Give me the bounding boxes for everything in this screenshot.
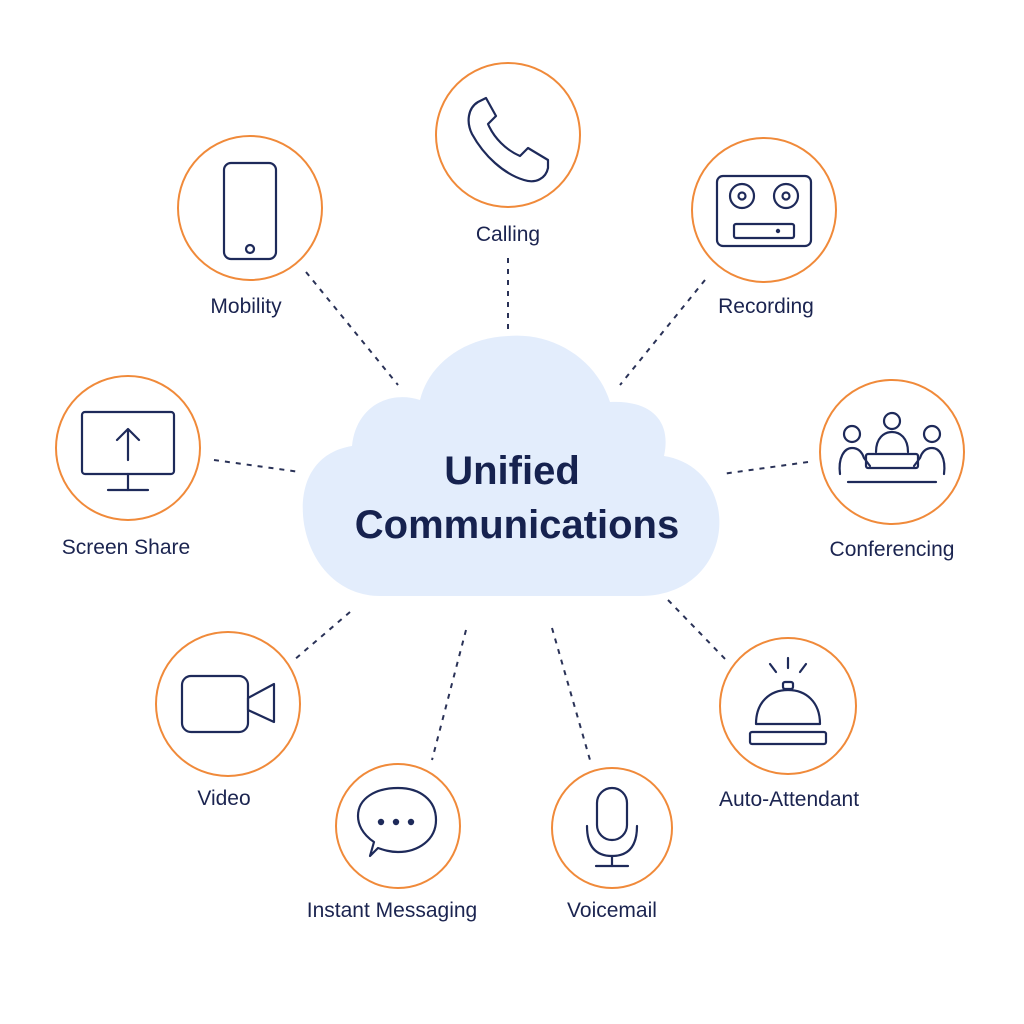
node-label: Screen Share bbox=[62, 536, 190, 559]
node-ring bbox=[691, 137, 837, 283]
node-instant-messaging: Instant Messaging bbox=[307, 763, 477, 922]
node-label: Auto-Attendant bbox=[719, 788, 859, 811]
chat-bubble-icon bbox=[356, 786, 438, 858]
node-ring bbox=[819, 379, 965, 525]
cloud-shape bbox=[302, 335, 720, 596]
meeting-icon bbox=[838, 411, 946, 484]
node-ring bbox=[551, 767, 673, 889]
node-conferencing: Conferencing bbox=[819, 379, 965, 561]
phone-icon bbox=[467, 96, 550, 183]
node-recording: Recording bbox=[691, 137, 837, 318]
connector-voicemail bbox=[551, 627, 591, 761]
connector-recording bbox=[619, 279, 706, 386]
connector-video bbox=[293, 611, 351, 661]
node-label: Conferencing bbox=[830, 538, 955, 561]
node-screen-share: Screen Share bbox=[55, 375, 201, 559]
node-ring bbox=[719, 637, 857, 775]
connector-mobility bbox=[305, 271, 399, 386]
node-video: Video bbox=[155, 631, 301, 810]
node-label: Recording bbox=[718, 295, 814, 318]
connectors bbox=[213, 258, 809, 761]
video-camera-icon bbox=[180, 674, 276, 734]
recorder-icon bbox=[715, 174, 813, 248]
node-label: Video bbox=[197, 787, 250, 810]
connector-conferencing bbox=[721, 461, 809, 475]
node-ring bbox=[435, 62, 581, 208]
node-label: Calling bbox=[476, 223, 540, 246]
node-voicemail: Voicemail bbox=[551, 767, 673, 922]
node-mobility: Mobility bbox=[177, 135, 323, 318]
node-ring bbox=[155, 631, 301, 777]
node-ring bbox=[335, 763, 461, 889]
smartphone-icon bbox=[222, 161, 278, 261]
node-calling: Calling bbox=[435, 62, 581, 246]
node-label: Mobility bbox=[210, 295, 282, 318]
microphone-icon bbox=[585, 786, 639, 868]
monitor-upload-icon bbox=[80, 410, 176, 492]
node-auto-attendant: Auto-Attendant bbox=[719, 637, 859, 811]
node-label: Voicemail bbox=[567, 899, 657, 922]
hub-title-line2: Communications bbox=[355, 503, 679, 547]
hub-title-line1: Unified bbox=[444, 449, 580, 493]
node-ring bbox=[177, 135, 323, 281]
connector-instant-messaging bbox=[431, 629, 467, 761]
connector-screen-share bbox=[213, 459, 301, 473]
connector-auto-attendant bbox=[667, 599, 729, 663]
node-label: Instant Messaging bbox=[307, 899, 477, 922]
service-bell-icon bbox=[748, 656, 828, 746]
hub-cloud: Unified Communications bbox=[302, 335, 720, 596]
